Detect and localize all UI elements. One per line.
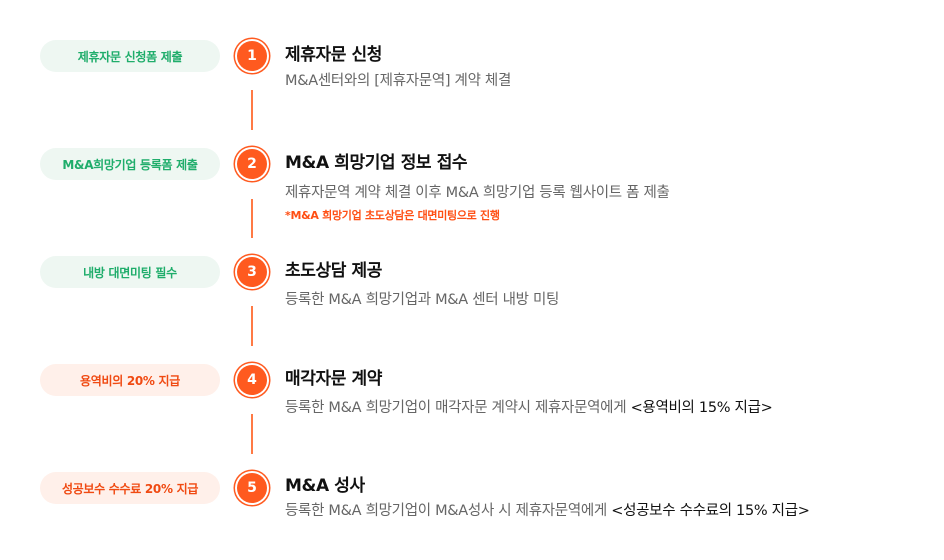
step-connector-4-5 bbox=[251, 414, 253, 454]
step-2-label-pill: M&A희망기업 등록폼 제출 bbox=[40, 148, 220, 180]
step-4-description-text: 등록한 M&A 희망기업이 매각자문 계약시 제휴자문역에게 bbox=[285, 400, 631, 416]
step-connector-2-3 bbox=[251, 199, 253, 238]
step-4-fee-highlight: <용역비의 15% 지급> bbox=[630, 400, 773, 416]
step-4-label-pill: 용역비의 20% 지급 bbox=[40, 364, 220, 396]
step-5-description: 등록한 M&A 희망기업이 M&A성사 시 제휴자문역에게 <성공보수 수수료의… bbox=[285, 499, 810, 520]
step-2-title: M&A 희망기업 정보 접수 bbox=[285, 153, 468, 173]
step-5-description-text: 등록한 M&A 희망기업이 M&A성사 시 제휴자문역에게 bbox=[285, 503, 612, 519]
step-1-number-badge: 1 bbox=[237, 41, 267, 71]
step-4-description: 등록한 M&A 희망기업이 매각자문 계약시 제휴자문역에게 <용역비의 15%… bbox=[285, 396, 773, 417]
step-3-title: 초도상담 제공 bbox=[285, 261, 382, 281]
step-1-label-pill: 제휴자문 신청폼 제출 bbox=[40, 40, 220, 72]
step-3-description: 등록한 M&A 희망기업과 M&A 센터 내방 미팅 bbox=[285, 292, 560, 308]
step-1-description: M&A센터와의 [제휴자문역] 계약 체결 bbox=[285, 73, 511, 89]
step-2-note: *M&A 희망기업 초도상담은 대면미팅으로 진행 bbox=[285, 209, 500, 222]
step-5-number-badge: 5 bbox=[237, 473, 267, 503]
step-3-label-pill: 내방 대면미팅 필수 bbox=[40, 256, 220, 288]
step-5-label-pill: 성공보수 수수료 20% 지급 bbox=[40, 472, 220, 504]
step-connector-3-4 bbox=[251, 306, 253, 346]
step-3-number-badge: 3 bbox=[237, 257, 267, 287]
step-connector-1-2 bbox=[251, 90, 253, 130]
step-4-number-badge: 4 bbox=[237, 365, 267, 395]
step-4-title: 매각자문 계약 bbox=[285, 369, 382, 389]
step-5-title: M&A 성사 bbox=[285, 476, 365, 496]
step-2-number-badge: 2 bbox=[237, 149, 267, 179]
step-5-fee-highlight: <성공보수 수수료의 15% 지급> bbox=[611, 503, 810, 519]
step-1-title: 제휴자문 신청 bbox=[285, 45, 382, 65]
step-2-description: 제휴자문역 계약 체결 이후 M&A 희망기업 등록 웹사이트 폼 제출 bbox=[285, 185, 670, 201]
